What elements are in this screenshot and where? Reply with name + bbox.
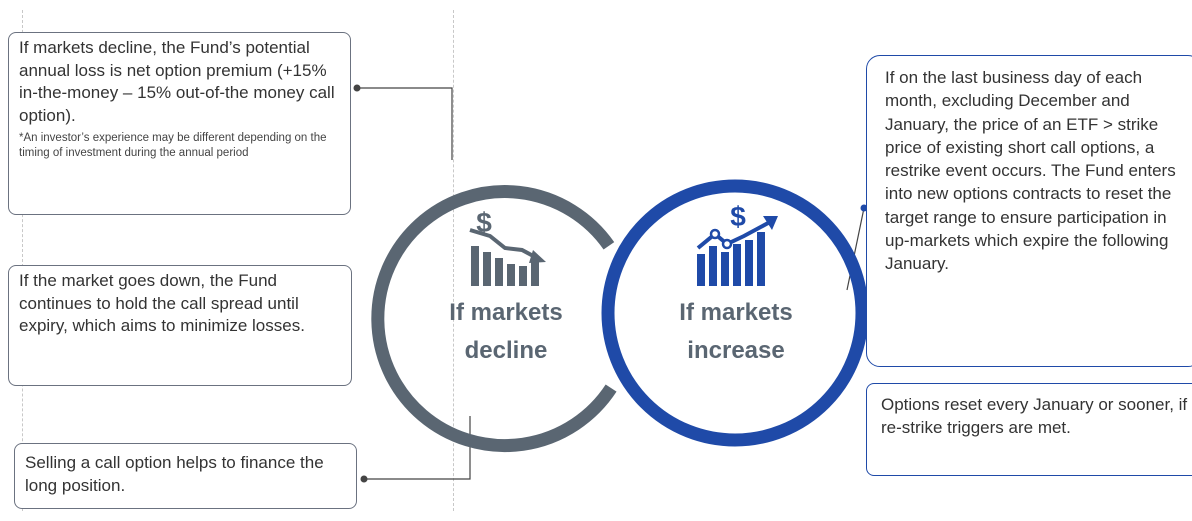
increase-ring: [601, 179, 869, 447]
svg-text:$: $: [476, 207, 492, 238]
decline-label-line1: If markets: [449, 299, 562, 326]
restrike-text: If on the last business day of each mont…: [885, 68, 1176, 274]
dollar-chart-down-icon: $: [469, 207, 546, 286]
connector-decline-loss: [353, 84, 453, 160]
selling-call-text: Selling a call option helps to finance t…: [25, 453, 324, 495]
dollar-chart-up-icon: $: [696, 201, 778, 286]
options-reset-text: Options reset every January or sooner, i…: [881, 395, 1188, 437]
increase-label-line1: If markets: [679, 299, 792, 326]
connector-selling-call: [360, 416, 471, 483]
svg-text:$: $: [730, 201, 746, 232]
market-down-text: If the market goes down, the Fund contin…: [19, 271, 305, 336]
selling-call-box: Selling a call option helps to finance t…: [14, 443, 357, 509]
market-down-box: If the market goes down, the Fund contin…: [8, 265, 352, 386]
options-reset-box: Options reset every January or sooner, i…: [866, 383, 1192, 476]
decline-ring: [371, 185, 617, 453]
increase-label-line2: increase: [687, 337, 784, 364]
decline-label-line2: decline: [465, 337, 548, 364]
investor-experience-note: *An investor’s experience may be differe…: [19, 132, 327, 159]
restrike-box: If on the last business day of each mont…: [866, 55, 1192, 367]
decline-loss-text: If markets decline, the Fund’s potential…: [19, 38, 335, 125]
divider-line-left: [22, 10, 23, 511]
decline-loss-box: If markets decline, the Fund’s potential…: [8, 32, 351, 215]
divider-line-center: [453, 10, 454, 511]
